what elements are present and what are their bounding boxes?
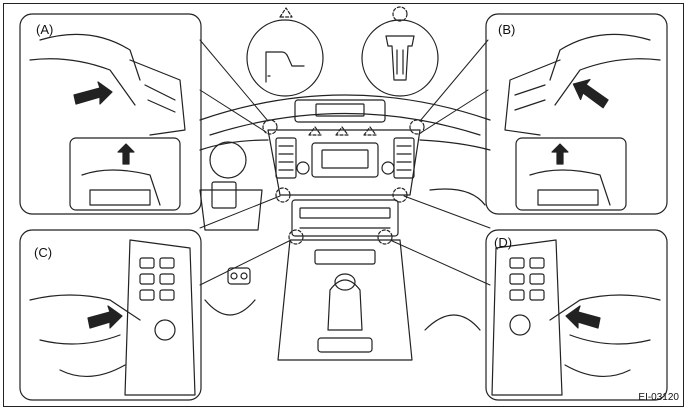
dashboard-center [199, 94, 491, 361]
side-vent-left [211, 181, 237, 209]
top-display [294, 99, 386, 123]
arrow-c[interactable] [87, 305, 123, 329]
figure-frame [3, 3, 684, 407]
callout-lines [199, 39, 491, 286]
right-knob [381, 161, 395, 175]
label-d: (D) [494, 235, 513, 250]
panel-d [485, 229, 668, 401]
audio-unit [311, 142, 379, 178]
arrow-b-up[interactable] [551, 143, 569, 165]
arrow-a[interactable] [73, 81, 113, 105]
label-a: (A) [36, 22, 54, 37]
center-console [277, 239, 413, 361]
steering-hub [209, 141, 247, 179]
shift-lever [327, 279, 363, 331]
clip-positions [262, 119, 425, 245]
arrow-b[interactable] [569, 75, 612, 109]
arrow-a-up[interactable] [117, 143, 135, 165]
label-b: (B) [498, 22, 516, 37]
arrow-d[interactable] [565, 305, 601, 329]
hand-c [29, 294, 141, 321]
trim-d [491, 239, 563, 396]
hand-a-upper [39, 33, 141, 81]
hand-d [549, 294, 661, 321]
center-vent-left [275, 137, 297, 179]
panel-c [19, 229, 202, 401]
inset-b [515, 137, 627, 211]
figure-code: EI-03120 [638, 392, 679, 403]
inset-a [69, 137, 181, 211]
center-vent-right [393, 137, 415, 179]
clip-circle-icon [361, 6, 439, 97]
label-c: (C) [34, 245, 53, 260]
panel-a [19, 13, 202, 215]
climate-panel [291, 199, 399, 237]
left-knob [296, 161, 310, 175]
clip-triangle-icon [246, 7, 324, 97]
hand-b-upper [549, 33, 651, 81]
panel-b [485, 13, 668, 215]
trim-c [124, 239, 196, 396]
clip-triangles [308, 126, 377, 136]
